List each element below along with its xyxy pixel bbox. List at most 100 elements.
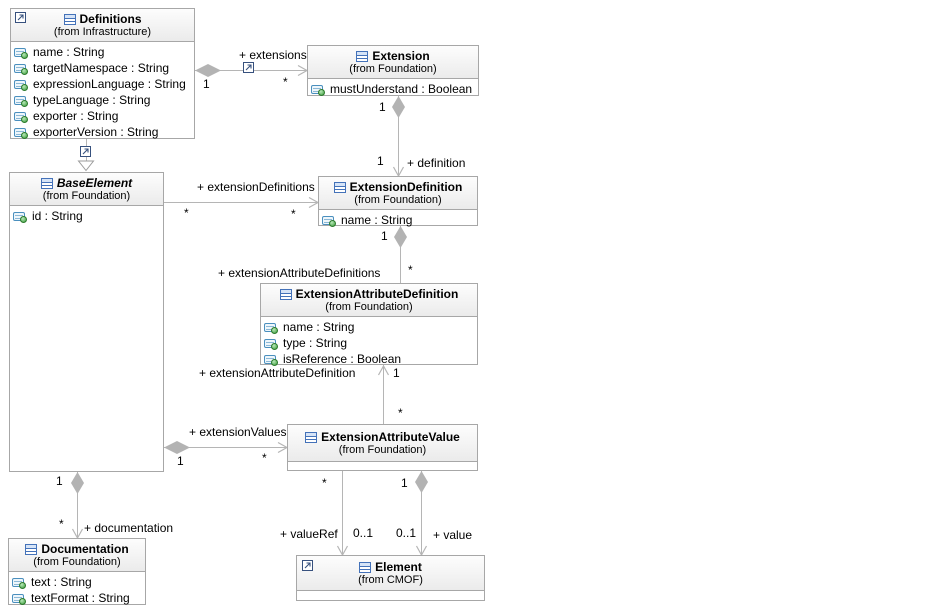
attribute-icon: [12, 577, 26, 589]
assoc-value-source-mult: 1: [401, 476, 408, 490]
attribute-row[interactable]: typeLanguage : String: [14, 92, 191, 108]
assoc-value-label: + value: [433, 528, 473, 542]
class-extension-definition-header: ExtensionDefinition (from Foundation): [319, 177, 477, 210]
attribute-row[interactable]: mustUnderstand : Boolean: [311, 81, 475, 97]
assoc-value-target-mult: 0..1: [396, 526, 417, 540]
attribute-text: mustUnderstand : Boolean: [330, 82, 473, 96]
generalization-triangle-icon: [77, 160, 95, 172]
assoc-value-ref-target-mult: 0..1: [353, 526, 374, 540]
attribute-row[interactable]: id : String: [13, 208, 160, 224]
assoc-extension-attribute-definitions-line[interactable]: [400, 226, 401, 283]
class-from-package: (from Infrastructure): [53, 26, 152, 38]
attribute-row[interactable]: exporter : String: [14, 108, 191, 124]
attribute-text: type : String: [283, 336, 348, 350]
assoc-documentation-line[interactable]: [77, 472, 78, 538]
assoc-definition-label: + definition: [407, 156, 466, 170]
class-extension[interactable]: Extension (from Foundation) mustUndersta…: [307, 45, 479, 96]
assoc-value-aggregation-diamond-icon: [415, 471, 428, 493]
attribute-icon: [12, 593, 26, 605]
class-element-header: Element (from CMOF): [297, 556, 484, 591]
assoc-value-line[interactable]: [421, 471, 422, 555]
class-from-package: (from Foundation): [33, 556, 121, 568]
assoc-extensions-aggregation-diamond-icon: [195, 64, 221, 77]
class-extension-header: Extension (from Foundation): [308, 46, 478, 79]
attribute-row[interactable]: isReference : Boolean: [264, 351, 474, 367]
class-base-element-header: BaseElement (from Foundation): [10, 173, 163, 206]
class-from-package: (from CMOF): [358, 574, 423, 586]
attribute-icon: [264, 338, 278, 350]
class-element[interactable]: Element (from CMOF): [296, 555, 485, 601]
assoc-extension-attribute-definition-arrowhead-icon: [377, 365, 390, 376]
attribute-text: text : String: [31, 575, 92, 589]
assoc-value-ref-line[interactable]: [342, 471, 343, 555]
assoc-definition-line[interactable]: [398, 96, 399, 176]
attribute-list: id : String: [10, 206, 163, 226]
attribute-row[interactable]: name : String: [322, 212, 474, 228]
class-from-package: (from Foundation): [349, 63, 437, 75]
attribute-icon: [264, 322, 278, 334]
assoc-extension-attribute-definition-target-mult: 1: [393, 366, 400, 380]
assoc-definition-target-mult: 1: [377, 154, 384, 168]
attribute-text: exporterVersion : String: [33, 125, 159, 139]
attribute-text: expressionLanguage : String: [33, 77, 186, 91]
attribute-row[interactable]: textFormat : String: [12, 590, 142, 606]
class-title: Documentation: [41, 542, 129, 556]
class-icon: [356, 50, 369, 62]
assoc-definition-source-mult: 1: [379, 100, 386, 114]
class-icon: [40, 177, 53, 189]
navigate-icon[interactable]: [80, 146, 91, 157]
class-extension-attribute-definition[interactable]: ExtensionAttributeDefinition (from Found…: [260, 283, 478, 367]
navigate-icon[interactable]: [302, 560, 313, 571]
assoc-extensions-source-mult: 1: [203, 77, 210, 91]
class-from-package: (from Foundation): [42, 190, 131, 202]
attribute-row[interactable]: type : String: [264, 335, 474, 351]
assoc-extension-values-line[interactable]: [164, 447, 287, 448]
assoc-value-ref-source-mult: *: [322, 476, 327, 490]
attribute-row[interactable]: targetNamespace : String: [14, 60, 191, 76]
class-title: BaseElement: [56, 176, 133, 190]
assoc-documentation-label: + documentation: [84, 521, 174, 535]
attribute-icon: [14, 127, 28, 139]
navigate-icon[interactable]: [243, 62, 254, 73]
class-from-package: (from Foundation): [354, 194, 442, 206]
class-extension-attribute-value[interactable]: ExtensionAttributeValue (from Foundation…: [287, 424, 478, 471]
assoc-extension-values-label: + extensionValues: [189, 425, 287, 439]
attribute-icon: [13, 211, 27, 223]
attribute-row[interactable]: exporterVersion : String: [14, 124, 191, 140]
class-title: Extension: [372, 49, 430, 63]
attribute-list: text : String textFormat : String: [9, 572, 145, 608]
attribute-text: name : String: [33, 45, 105, 59]
assoc-extension-values-aggregation-diamond-icon: [164, 441, 190, 454]
class-documentation[interactable]: Documentation (from Foundation) text : S…: [8, 538, 146, 605]
class-base-element[interactable]: BaseElement (from Foundation) id : Strin…: [9, 172, 164, 472]
class-definitions[interactable]: Definitions (from Infrastructure) name :…: [10, 8, 195, 139]
attribute-icon: [264, 354, 278, 366]
assoc-extension-attribute-definitions-label: + extensionAttributeDefinitions: [218, 266, 381, 280]
assoc-extension-definitions-line[interactable]: [164, 202, 318, 203]
assoc-extension-values-target-mult: *: [262, 451, 267, 465]
attribute-list: mustUnderstand : Boolean: [308, 79, 478, 99]
attribute-list: [297, 591, 484, 595]
class-from-package: (from Foundation): [338, 444, 427, 456]
class-extension-definition[interactable]: ExtensionDefinition (from Foundation) na…: [318, 176, 478, 227]
assoc-extension-attribute-definition-line[interactable]: [383, 365, 384, 424]
class-title: Element: [375, 560, 422, 574]
attribute-row[interactable]: name : String: [264, 319, 474, 335]
assoc-value-ref-label: + valueRef: [280, 527, 338, 541]
class-extension-attribute-definition-header: ExtensionAttributeDefinition (from Found…: [261, 284, 477, 317]
attribute-row[interactable]: expressionLanguage : String: [14, 76, 191, 92]
assoc-extensions-label: + extensions: [239, 48, 307, 62]
assoc-extension-definitions-source-mult: *: [184, 206, 189, 220]
attribute-text: exporter : String: [33, 109, 119, 123]
class-icon: [279, 288, 292, 300]
attribute-list: name : String: [319, 210, 477, 230]
navigate-icon[interactable]: [15, 12, 26, 23]
attribute-icon: [14, 95, 28, 107]
attribute-text: textFormat : String: [31, 591, 130, 605]
attribute-row[interactable]: name : String: [14, 44, 191, 60]
assoc-extension-attribute-definitions-source-mult: 1: [381, 229, 388, 243]
assoc-extension-attribute-definitions-aggregation-diamond-icon: [394, 226, 407, 248]
attribute-row[interactable]: text : String: [12, 574, 142, 590]
